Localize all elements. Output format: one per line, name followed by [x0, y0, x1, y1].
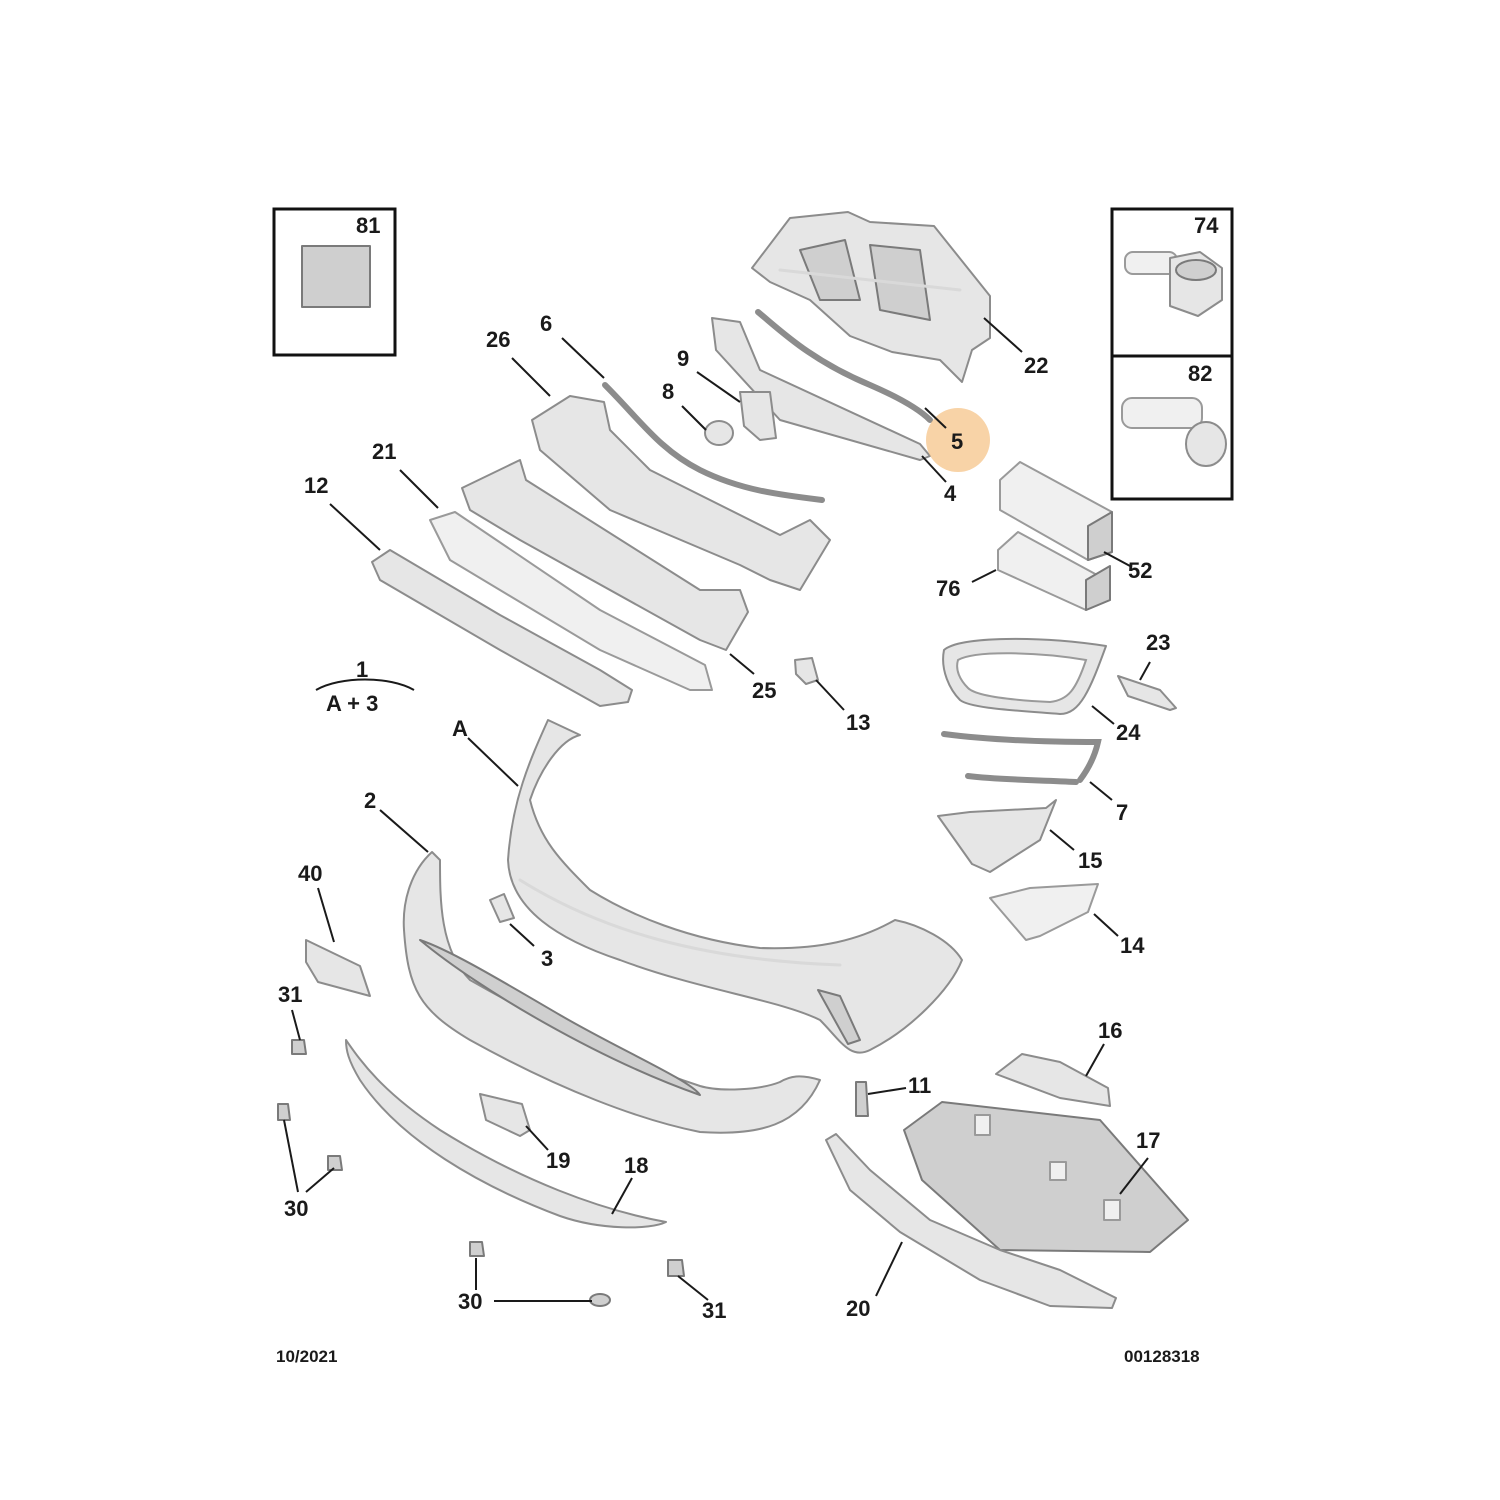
bolt-82-icon	[1121, 397, 1227, 467]
callout-12: 12	[304, 473, 328, 498]
callout-19: 19	[546, 1148, 570, 1173]
callout-22: 22	[1024, 353, 1048, 378]
lower-strip-18	[345, 1039, 667, 1229]
grille-frame-24	[942, 637, 1107, 715]
callout-74: 74	[1194, 213, 1219, 238]
air-deflector-20	[825, 1133, 1117, 1309]
clip-30d	[589, 1293, 611, 1307]
deflector-16	[995, 1053, 1111, 1107]
grille-strip-5	[711, 317, 931, 461]
callout-6: 6	[540, 311, 552, 336]
emblem-8	[704, 420, 734, 446]
callout-11: 11	[908, 1073, 931, 1098]
clip-13	[794, 657, 819, 685]
lower-absorber-12	[371, 549, 633, 707]
callout-3: 3	[541, 946, 553, 971]
callout-82: 82	[1188, 361, 1212, 386]
reinforcement-beam-25	[461, 459, 749, 651]
callout-14: 14	[1120, 933, 1145, 958]
callout-17: 17	[1136, 1128, 1160, 1153]
callout-5: 5	[951, 429, 963, 454]
trim-strip-6	[602, 382, 825, 503]
bracket-9	[739, 391, 777, 441]
tow-cover-40	[305, 939, 371, 997]
clip-30a	[277, 1103, 291, 1121]
callout-24: 24	[1116, 720, 1141, 745]
trim-strip-7b	[965, 773, 1079, 785]
clip-30c	[469, 1241, 485, 1257]
absorber-21	[429, 511, 713, 691]
trim-strip-4	[755, 309, 933, 423]
callout-21: 21	[372, 439, 396, 464]
callout-13: 13	[846, 710, 870, 735]
callout-25: 25	[752, 678, 776, 703]
upper-beam-26	[531, 395, 831, 591]
callout-7: 7	[1116, 800, 1128, 825]
foam-block-52	[999, 461, 1113, 561]
bracket-19	[479, 1093, 531, 1137]
bracket-3	[489, 893, 515, 923]
callout-A: A	[452, 716, 468, 741]
callout-15: 15	[1078, 848, 1102, 873]
side-grille-15	[937, 799, 1057, 873]
front-carrier-22	[751, 211, 991, 383]
undertray-17	[903, 1101, 1189, 1253]
lower-grille-2	[402, 851, 821, 1134]
callout-81: 81	[356, 213, 380, 238]
callout-16: 16	[1098, 1018, 1122, 1043]
inset-box-81	[272, 207, 397, 357]
callout-52: 52	[1128, 558, 1152, 583]
callout-A-plus-3: A + 3	[326, 691, 378, 716]
callout-31-bottom: 31	[702, 1298, 726, 1323]
callout-2: 2	[364, 788, 376, 813]
clip-23	[1117, 675, 1177, 711]
side-grille-14	[989, 883, 1099, 941]
bolt-74-icon	[1124, 251, 1223, 317]
foam-block-76	[997, 531, 1111, 611]
callout-4: 4	[944, 481, 957, 506]
callout-8: 8	[662, 379, 674, 404]
trim-strip-7a	[941, 731, 1102, 783]
diagram-date: 10/2021	[276, 1347, 337, 1366]
clip-31b	[667, 1259, 685, 1277]
bumper-cover-A	[507, 719, 963, 1054]
callout-30-bottom: 30	[458, 1289, 482, 1314]
clip-31a	[291, 1039, 307, 1055]
callout-30-left: 30	[284, 1196, 308, 1221]
callout-23: 23	[1146, 630, 1170, 655]
clip-30b	[327, 1155, 343, 1171]
adhesive-pad-81	[301, 245, 371, 308]
callout-40: 40	[298, 861, 322, 886]
callout-26: 26	[486, 327, 510, 352]
bracket-11	[855, 1081, 869, 1117]
callout-9: 9	[677, 346, 689, 371]
diagram-reference: 00128318	[1124, 1347, 1200, 1366]
callout-31-left: 31	[278, 982, 302, 1007]
inset-box-74-82	[1110, 207, 1234, 501]
callout-20: 20	[846, 1296, 870, 1321]
leader-lines	[283, 317, 1151, 1302]
callout-1: 1	[356, 657, 368, 682]
callout-18: 18	[624, 1153, 648, 1178]
callout-76: 76	[936, 576, 960, 601]
